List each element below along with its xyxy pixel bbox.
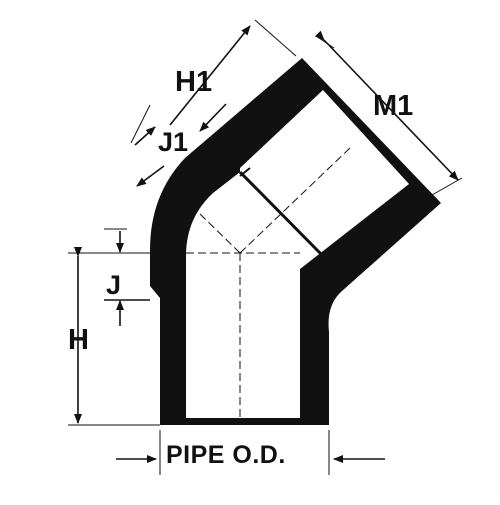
extension-lines bbox=[68, 19, 463, 475]
j1-label: J1 bbox=[158, 127, 189, 157]
fitting-body bbox=[150, 58, 441, 425]
socket-shoulder bbox=[238, 170, 325, 258]
h1-arrow bbox=[169, 25, 251, 126]
dimension-arrows bbox=[74, 25, 459, 463]
pipe-od-label: PIPE O.D. bbox=[166, 441, 286, 469]
m1-label: M1 bbox=[373, 90, 414, 122]
h1-arrow-lower bbox=[199, 103, 227, 132]
h-label: H bbox=[68, 324, 89, 356]
m1-arrow bbox=[314, 30, 459, 181]
socket-step bbox=[239, 167, 251, 177]
j-label: J bbox=[106, 270, 122, 300]
h1-label: H1 bbox=[175, 66, 213, 98]
j1-arrow-lower bbox=[136, 165, 165, 187]
j1-arrow bbox=[134, 126, 156, 146]
